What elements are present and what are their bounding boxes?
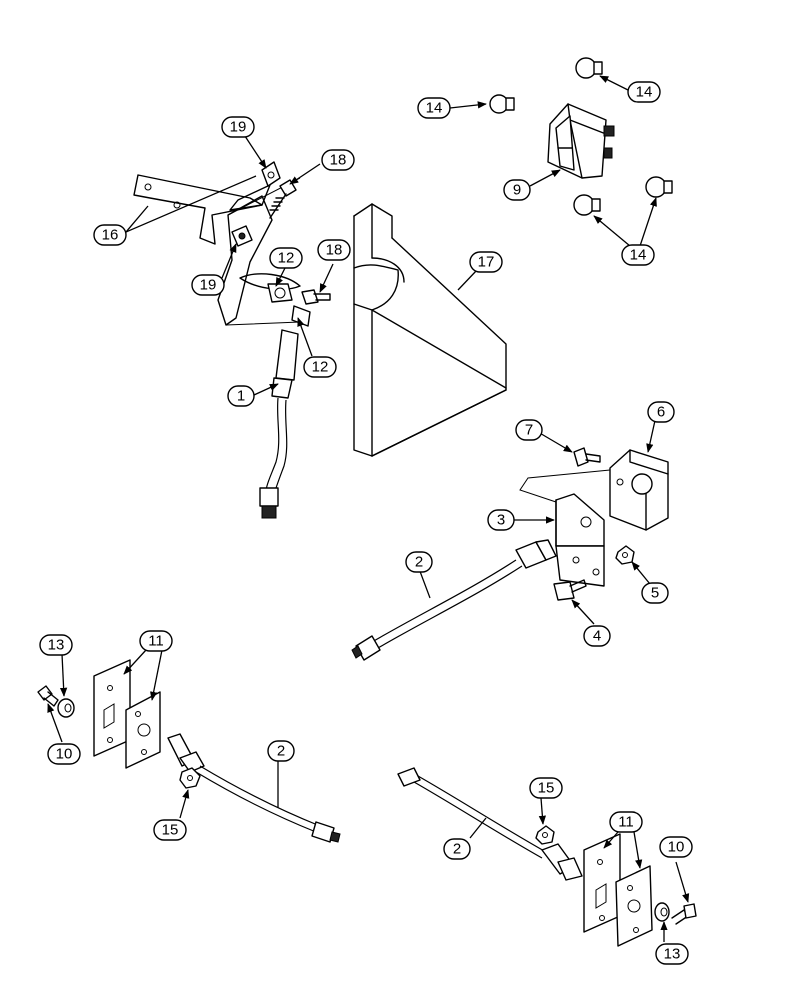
- screw-middle: [301, 289, 331, 305]
- callout-11-right: 11: [609, 811, 643, 833]
- callout-3: 3: [487, 509, 515, 531]
- callout-15-right: 15: [529, 777, 563, 799]
- callout-2-left: 2: [267, 740, 295, 762]
- knob-b: [575, 57, 603, 79]
- svg-text:19: 19: [230, 119, 247, 136]
- left-plate-back: [93, 659, 131, 757]
- lamp-nut: [615, 545, 635, 565]
- knob-d: [645, 176, 673, 198]
- foam-insulator: [353, 203, 507, 457]
- callout-5: 5: [641, 582, 669, 604]
- callout-19-bottom: 19: [191, 274, 225, 296]
- svg-text:5: 5: [651, 585, 659, 602]
- callout-10-left: 10: [47, 743, 81, 765]
- leader-lines: [47, 75, 690, 942]
- lamp-housing: [609, 449, 669, 531]
- svg-text:1: 1: [237, 388, 245, 405]
- callout-10-right: 10: [659, 836, 693, 858]
- callout-16: 16: [93, 224, 127, 246]
- callout-18-top: 18: [321, 149, 355, 171]
- lamp-screw: [573, 447, 601, 467]
- svg-text:19: 19: [200, 277, 217, 294]
- svg-text:13: 13: [664, 946, 681, 963]
- lamp-socket-harness: [351, 539, 557, 661]
- left-washer: [57, 698, 75, 718]
- svg-text:10: 10: [56, 746, 73, 763]
- svg-text:17: 17: [478, 254, 495, 271]
- svg-text:2: 2: [415, 554, 423, 571]
- callout-18-middle: 18: [317, 239, 351, 261]
- svg-text:2: 2: [453, 841, 461, 858]
- callout-11-left: 11: [139, 630, 173, 652]
- svg-text:12: 12: [312, 359, 329, 376]
- callout-13-right: 13: [655, 943, 689, 965]
- svg-text:4: 4: [593, 628, 601, 645]
- switch-body: [271, 329, 299, 399]
- svg-text:10: 10: [668, 839, 685, 856]
- left-plate-front: [125, 691, 161, 769]
- svg-text:18: 18: [330, 152, 347, 169]
- left-bolt: [37, 685, 59, 707]
- rocker-switch: [547, 103, 615, 179]
- left-lamp-harness: [167, 733, 341, 843]
- screw-top: [269, 179, 297, 219]
- callout-9: 9: [503, 179, 531, 201]
- svg-text:16: 16: [102, 227, 119, 244]
- callout-13-left: 13: [39, 634, 73, 656]
- callout-12-top: 12: [269, 247, 303, 269]
- callout-12-bottom: 12: [303, 356, 337, 378]
- right-plate-front: [615, 865, 653, 947]
- svg-text:3: 3: [497, 512, 505, 529]
- svg-text:11: 11: [618, 814, 634, 831]
- callout-1: 1: [227, 385, 255, 407]
- callout-2-right: 2: [443, 838, 471, 860]
- left-nut: [179, 767, 201, 789]
- pivot-arm: [239, 273, 311, 327]
- svg-text:11: 11: [148, 633, 164, 650]
- right-bolt: [671, 903, 697, 925]
- right-plate-back: [583, 833, 621, 933]
- callout-17: 17: [469, 251, 503, 273]
- callout-14-left: 14: [417, 97, 451, 119]
- svg-text:2: 2: [277, 743, 285, 760]
- switch-harness: [259, 397, 288, 519]
- svg-text:7: 7: [525, 422, 533, 439]
- svg-text:6: 6: [657, 404, 665, 421]
- callout-15-left: 15: [153, 819, 187, 841]
- svg-text:14: 14: [426, 100, 443, 117]
- callout-7: 7: [515, 419, 543, 441]
- svg-text:15: 15: [538, 780, 555, 797]
- svg-text:14: 14: [630, 247, 647, 264]
- svg-text:14: 14: [636, 84, 653, 101]
- callout-14-bottom: 14: [621, 244, 655, 266]
- callout-14-top-right: 14: [627, 81, 661, 103]
- svg-text:9: 9: [513, 182, 521, 199]
- svg-text:13: 13: [48, 637, 65, 654]
- callout-2-middle: 2: [405, 551, 433, 573]
- lamp-bolt: [553, 579, 587, 601]
- clip-nut-bottom: [231, 225, 253, 247]
- svg-text:18: 18: [326, 242, 343, 259]
- callout-19-top: 19: [221, 116, 255, 138]
- svg-text:15: 15: [162, 822, 179, 839]
- callout-6: 6: [647, 401, 675, 423]
- lamp-bracket: [519, 469, 611, 587]
- svg-text:12: 12: [278, 250, 295, 267]
- right-washer: [654, 902, 670, 922]
- right-nut: [535, 825, 555, 845]
- knob-c: [573, 194, 601, 216]
- knob-a: [489, 94, 515, 114]
- right-lamp-harness: [397, 767, 583, 881]
- callout-4: 4: [583, 625, 611, 647]
